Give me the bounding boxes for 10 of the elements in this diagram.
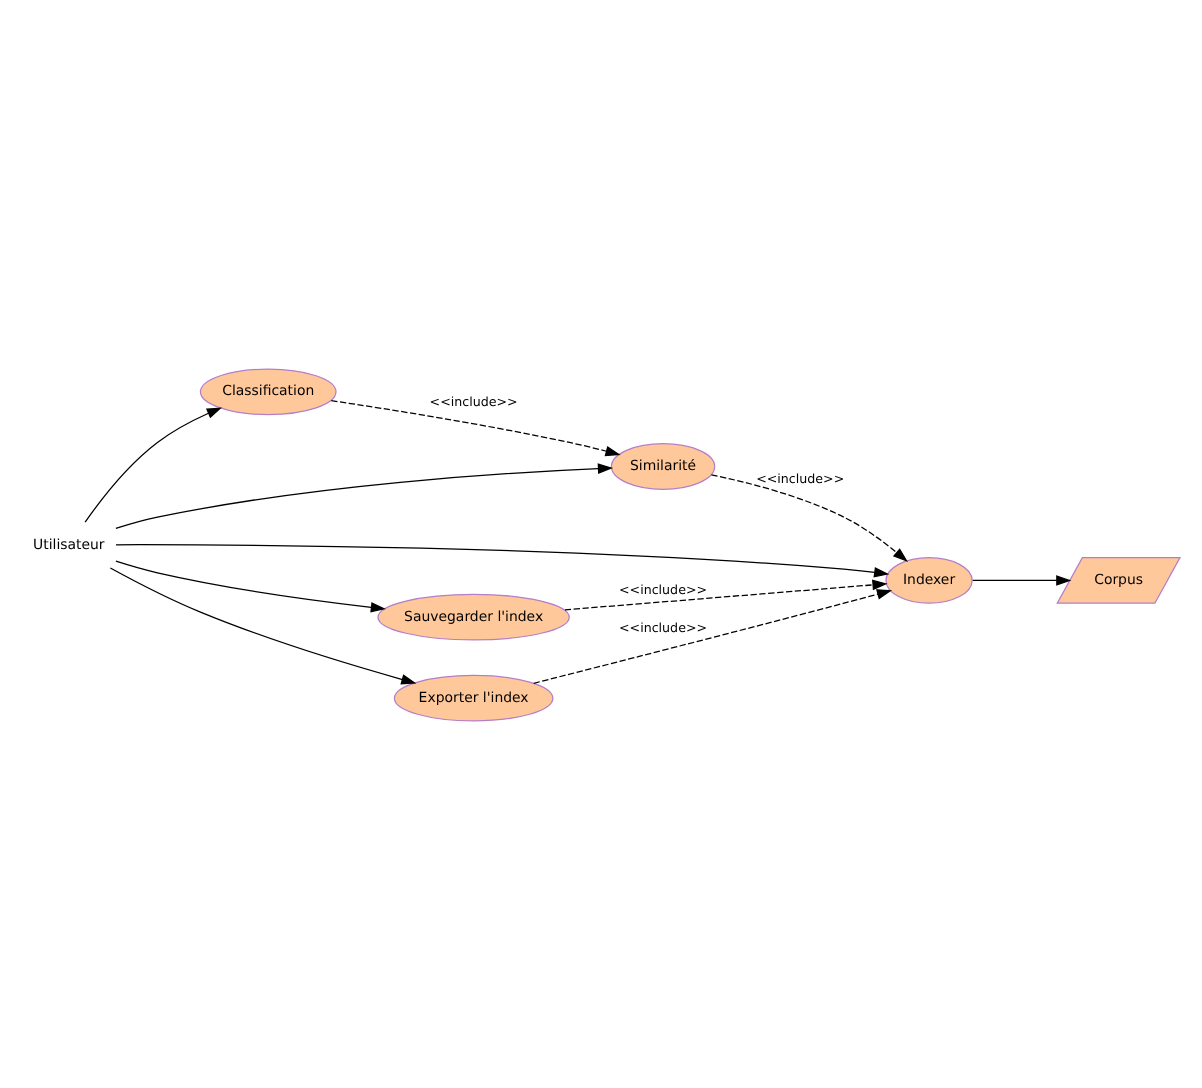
arrow [109, 566, 417, 684]
arrow [84, 406, 222, 522]
arrow [972, 574, 1072, 585]
arrow [330, 399, 621, 456]
arrow [115, 462, 614, 529]
arrow [710, 473, 908, 562]
arrow [115, 543, 890, 577]
arrow [564, 578, 888, 610]
arrow [115, 559, 386, 612]
arrow [533, 588, 893, 683]
